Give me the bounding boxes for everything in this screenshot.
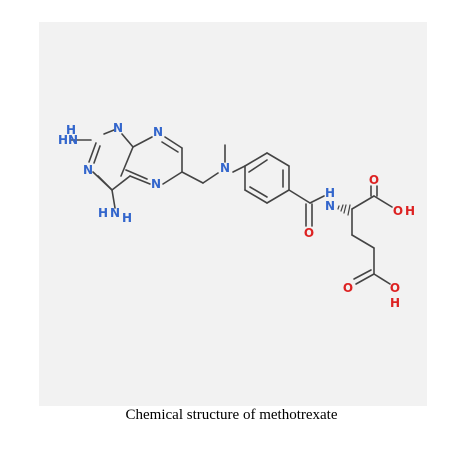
- atom-label: H: [325, 186, 335, 200]
- atom-label: H: [122, 211, 132, 225]
- atom-label: N: [113, 121, 123, 135]
- atom-label: O: [304, 226, 314, 240]
- atom-label: O: [393, 204, 403, 218]
- atom-label: N: [325, 199, 335, 213]
- atom-label: O: [369, 173, 379, 187]
- atom-label: H: [66, 123, 76, 137]
- atom-label: N: [220, 161, 230, 175]
- atom-label: N: [68, 133, 78, 147]
- atom-label: H: [405, 204, 415, 218]
- atom-label: H: [390, 296, 400, 310]
- atom-label: O: [343, 281, 353, 295]
- atom-label: O: [390, 281, 400, 295]
- atom-label: N: [110, 206, 120, 220]
- bonds: [70, 129, 393, 285]
- atom-label: N: [83, 163, 93, 177]
- figure-panel: [39, 22, 427, 406]
- atom-label: H: [98, 206, 108, 220]
- figure-caption: Chemical structure of methotrexate: [125, 407, 338, 423]
- atom-label: H: [58, 133, 68, 147]
- atom-label: N: [153, 125, 163, 139]
- atom-labels: H H N N N N N N H H N H N O O O H O O H: [58, 121, 415, 310]
- atom-label: N: [151, 177, 161, 191]
